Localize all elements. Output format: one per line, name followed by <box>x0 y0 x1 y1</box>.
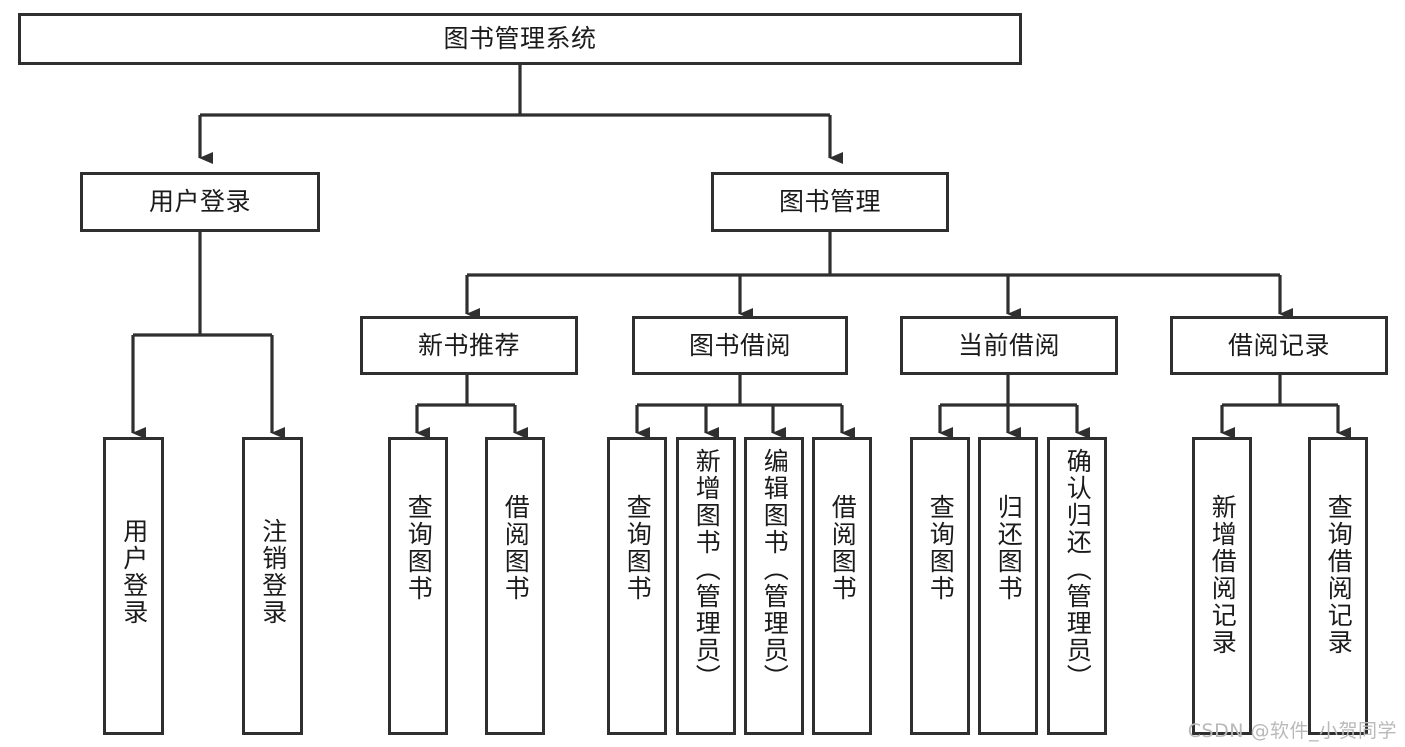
node-label: 归还图书 <box>994 494 1024 602</box>
leaf-borrow-book-recommend[interactable]: 借阅图书 <box>485 437 545 735</box>
node-borrow-record[interactable]: 借阅记录 <box>1170 316 1388 375</box>
node-label: 图书借阅 <box>688 330 791 360</box>
node-label: 当前借阅 <box>957 330 1060 360</box>
node-label: 新书推荐 <box>417 330 520 360</box>
node-book-management[interactable]: 图书管理 <box>711 172 949 232</box>
leaf-logout[interactable]: 注销登录 <box>242 437 303 735</box>
node-label: 借阅图书 <box>828 494 858 602</box>
leaf-add-borrow-record[interactable]: 新增借阅记录 <box>1192 437 1252 735</box>
leaf-add-book-admin[interactable]: 新增图书（管理员） <box>676 437 736 735</box>
leaf-query-book-current[interactable]: 查询图书 <box>910 437 970 735</box>
node-label: 图书管理系统 <box>443 24 597 54</box>
node-label: 用户登录 <box>148 187 251 217</box>
leaf-borrow-book[interactable]: 借阅图书 <box>812 437 872 735</box>
node-label: 图书管理 <box>778 187 881 217</box>
node-label: 查询借阅记录 <box>1324 494 1354 656</box>
node-label: 新增借阅记录 <box>1208 494 1238 656</box>
node-label: 确认归还（管理员） <box>1063 448 1093 691</box>
leaf-query-book-recommend[interactable]: 查询图书 <box>388 437 448 735</box>
leaf-user-login[interactable]: 用户登录 <box>103 437 164 735</box>
node-label: 查询图书 <box>404 494 434 602</box>
leaf-edit-book-admin[interactable]: 编辑图书（管理员） <box>744 437 804 735</box>
node-label: 借阅记录 <box>1227 330 1330 360</box>
node-book-borrow[interactable]: 图书借阅 <box>632 316 848 375</box>
node-label: 新增图书（管理员） <box>692 448 722 691</box>
node-user-login[interactable]: 用户登录 <box>80 172 320 232</box>
node-label: 用户登录 <box>119 518 149 626</box>
csdn-watermark: CSDN @软件_小贺同学 <box>1187 720 1397 742</box>
node-label: 注销登录 <box>258 518 288 626</box>
node-label: 借阅图书 <box>501 494 531 602</box>
node-root-book-management-system[interactable]: 图书管理系统 <box>18 13 1022 65</box>
node-new-book-recommend[interactable]: 新书推荐 <box>360 316 578 375</box>
leaf-return-book[interactable]: 归还图书 <box>978 437 1038 735</box>
node-label: 查询图书 <box>623 494 653 602</box>
leaf-query-book-borrow[interactable]: 查询图书 <box>607 437 667 735</box>
leaf-confirm-return-admin[interactable]: 确认归还（管理员） <box>1047 437 1107 735</box>
node-label: 查询图书 <box>926 494 956 602</box>
node-current-borrow[interactable]: 当前借阅 <box>900 316 1118 375</box>
leaf-query-borrow-record[interactable]: 查询借阅记录 <box>1308 437 1368 735</box>
node-label: 编辑图书（管理员） <box>760 448 790 691</box>
